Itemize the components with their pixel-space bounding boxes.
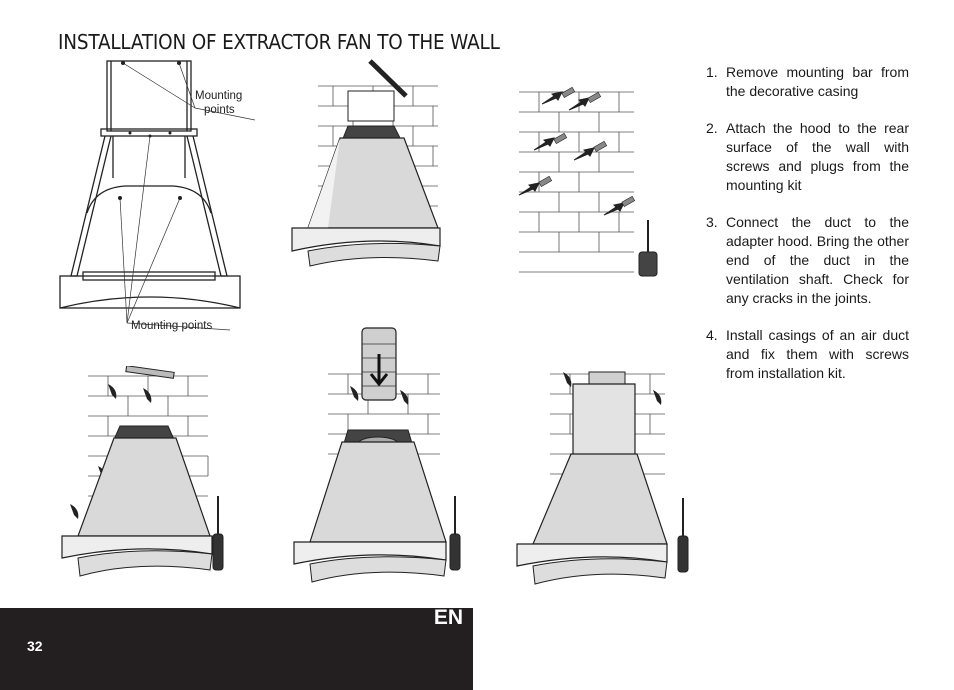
- figure-wall-plugs: [518, 86, 658, 277]
- figure-duct-connect: [293, 327, 461, 583]
- step-text: Remove mounting bar from the decorative …: [726, 64, 909, 99]
- label-mounting-top-2: points: [204, 104, 235, 116]
- page-title: INSTALLATION OF EXTRACTOR FAN TO THE WAL…: [58, 30, 500, 54]
- page-footer: EN 32: [0, 606, 473, 690]
- step-item: 2. Attach the hood to the rear surface o…: [706, 120, 909, 193]
- step-item: 1. Remove mounting bar from the decorati…: [706, 64, 909, 99]
- step-text: Install casings of an air duct and fix t…: [726, 327, 909, 381]
- figure-duct-casings: [516, 371, 689, 585]
- step-item: 4. Install casings of an air duct and fi…: [706, 327, 909, 381]
- step-text: Attach the hood to the rear surface of t…: [726, 120, 909, 193]
- page-number: 32: [27, 638, 43, 654]
- label-mounting-bottom: Mounting points: [131, 320, 212, 332]
- instruction-steps: 1. Remove mounting bar from the decorati…: [706, 63, 909, 401]
- label-mounting-top-1: Mounting: [195, 90, 242, 102]
- figure-mounting-frame: Mounting points Mounting points: [59, 60, 256, 332]
- language-code: EN: [433, 606, 463, 629]
- step-text: Connect the duct to the adapter hood. Br…: [726, 214, 909, 306]
- figure-hood-screws: [61, 366, 224, 577]
- step-item: 3. Connect the duct to the adapter hood.…: [706, 214, 909, 306]
- figure-hood-bar: [291, 59, 441, 267]
